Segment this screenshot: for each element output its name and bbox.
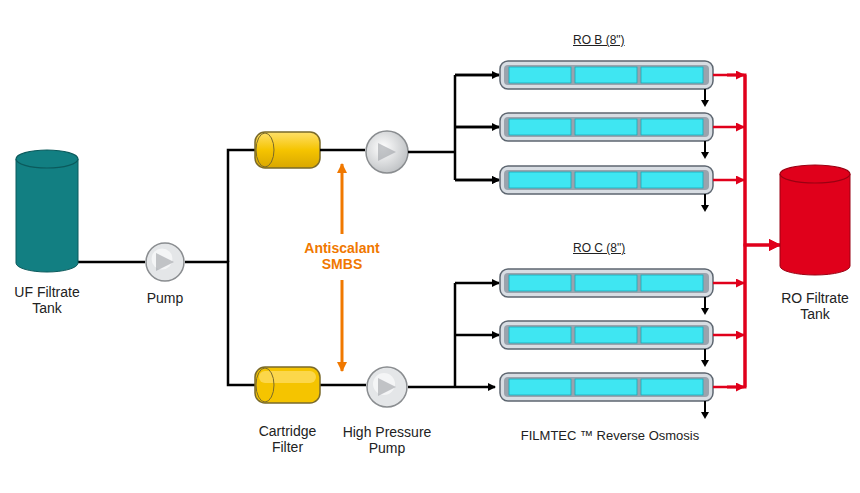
pump-symbol-outline (366, 366, 408, 408)
feed-pipe (320, 149, 365, 152)
feed-tank-outline (16, 150, 78, 272)
ro-train-outline (495, 58, 727, 208)
feed-line (408, 386, 495, 389)
feed-arrow (455, 282, 499, 285)
pressure-vessel (500, 113, 727, 159)
caption-note: FILMTEC ™ Reverse Osmosis (490, 428, 730, 444)
pressure-vessel (500, 321, 727, 367)
pressure-vessel (500, 61, 727, 107)
pump-symbol (366, 131, 408, 173)
ro-train: RO B (8") (495, 58, 727, 208)
cartridge-filter: Cartridge Filter (255, 367, 320, 403)
permeate-arrow (727, 75, 744, 387)
pressure-vessel (500, 269, 727, 315)
pump-symbol: Pump (145, 242, 185, 282)
feed-manifold (408, 75, 455, 180)
feed-line (320, 384, 366, 387)
pump-symbol-outline (145, 242, 185, 282)
equipment-label: RO Filtrate Tank (774, 290, 856, 322)
train-heading: RO B (8") (573, 32, 625, 48)
feed-arrow (455, 334, 499, 337)
feed-line (185, 262, 255, 385)
cartridge-filter-outline (255, 367, 320, 403)
chemical-dosing-note: Antiscalant SMBS (297, 240, 387, 272)
dosing-arrow (341, 280, 344, 371)
permeate-line (727, 245, 780, 387)
pump-symbol: High Pressure Pump (366, 366, 408, 408)
cartridge-filter (255, 132, 320, 168)
pressure-vessel (500, 373, 727, 419)
ro-train: RO C (8") (495, 266, 727, 416)
product-tank: RO Filtrate Tank (780, 165, 850, 275)
feed-arrow (455, 75, 499, 180)
train-heading: RO C (8") (573, 240, 625, 256)
equipment-label: High Pressure Pump (339, 424, 435, 456)
feed-tank: UF Filtrate Tank (16, 150, 78, 272)
pressure-vessel (500, 166, 727, 212)
ro-train-outline (495, 266, 727, 416)
feed-pipe (228, 150, 255, 262)
equipment-label: Cartridge Filter (242, 423, 334, 455)
permeate-line (727, 75, 780, 245)
equipment-label: UF Filtrate Tank (5, 284, 89, 316)
dosing-arrow (341, 164, 344, 234)
feed-line (78, 261, 145, 264)
product-tank-outline (780, 165, 850, 275)
equipment-label: Pump (135, 290, 195, 306)
